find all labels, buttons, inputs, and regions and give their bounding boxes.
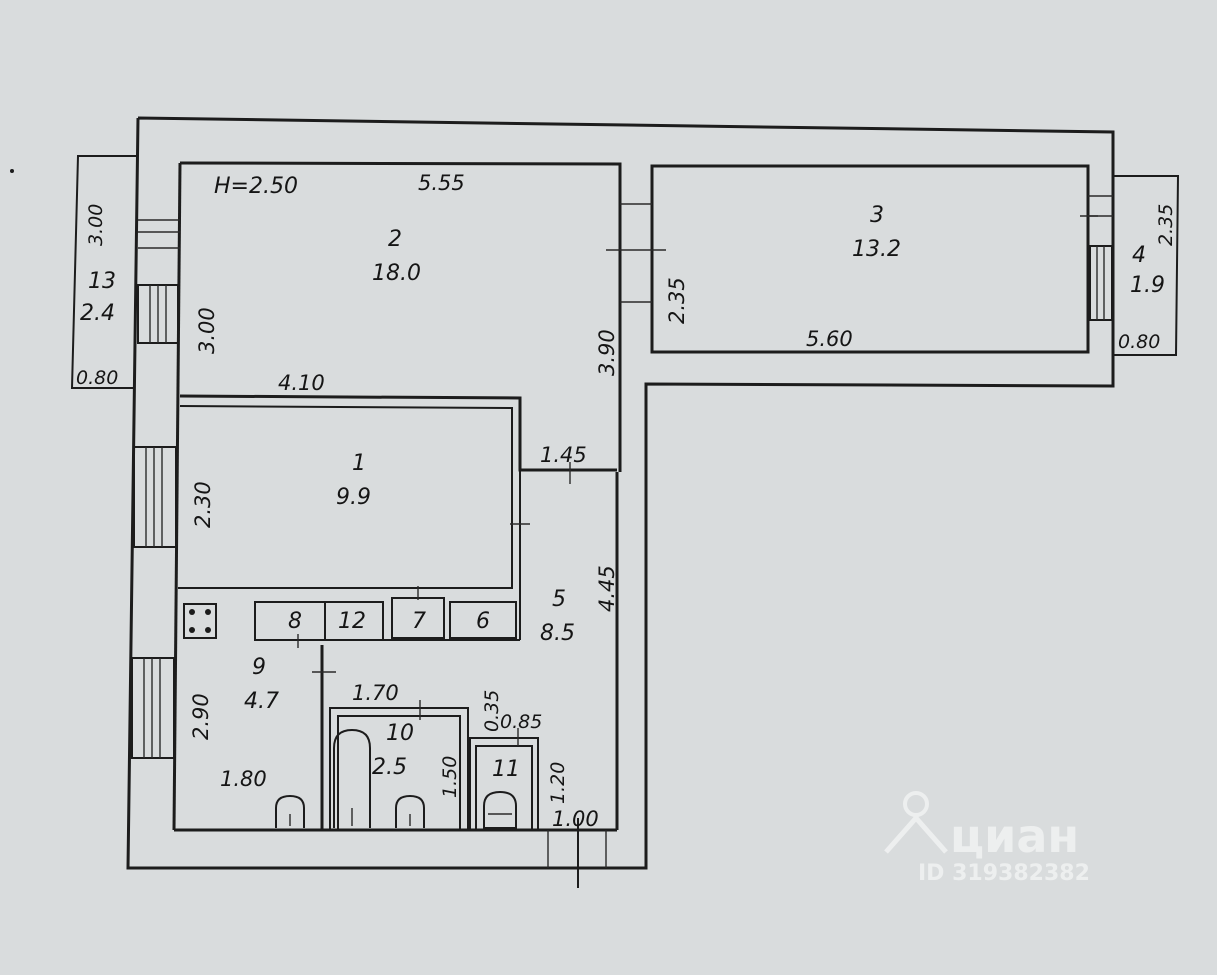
scan-speck [10,169,14,173]
watermark: циан ID 319382382 [884,791,1090,886]
dim-balcony13-bottom: 0.80 [76,367,118,389]
dim-room3-left: 2.35 [665,277,689,324]
outer-walls [126,116,1115,870]
window-right [1089,245,1113,321]
dim-kitchen-left: 2.90 [189,693,213,740]
bathtub-icon [333,728,371,828]
room-6-number: 6 [476,609,490,634]
bath-sink-icon [395,794,425,828]
room-3-outline [650,164,1090,354]
dim-balcony4-side: 2.35 [1155,204,1177,246]
window-left-middle [133,446,177,548]
dim-wc-top: 0.85 [500,711,542,733]
dim-wc-gap: 0.35 [481,690,503,732]
room-10-number: 10 [386,721,414,746]
dim-room1-left: 2.30 [191,481,215,528]
room-1-area: 9.9 [336,485,371,510]
room-8-number: 8 [288,609,302,634]
room-13-number: 13 [88,269,116,294]
room-13-area: 2.4 [80,301,115,326]
room-1-outline [179,394,617,472]
room-9-area: 4.7 [244,689,279,714]
watermark-brand: циан [950,809,1079,863]
window-left-lower [131,657,175,759]
dim-room2-left: 3.00 [195,307,219,354]
dim-corridor-right: 4.45 [595,565,619,612]
dim-entrance: 1.00 [552,807,599,831]
balcony-door-left [138,219,180,249]
room-7-number: 7 [412,609,426,634]
room-4-area: 1.9 [1130,273,1165,298]
watermark-id: ID 319382382 [918,861,1090,886]
dim-wc-right: 1.20 [547,762,569,804]
toilet-11-inner [475,745,533,830]
kitchen-sink-icon [275,794,305,828]
room-1-number: 1 [352,451,366,476]
entrance-door [547,818,607,888]
room-3-number: 3 [870,203,884,228]
bathroom-10-outline [329,707,469,830]
inner-wall-room2 [179,161,622,472]
room-2-area: 18.0 [372,261,421,286]
dim-room2-width: 5.55 [418,171,465,195]
balcony-4-outline [1113,175,1180,356]
room-10-area: 2.5 [372,755,407,780]
room-5-area: 8.5 [540,621,575,646]
room-11-number: 11 [492,757,520,782]
closet-6 [449,601,517,639]
stove-icon [183,603,217,639]
toilet-11-outline [469,737,539,830]
room-5-number: 5 [552,587,566,612]
dim-corridor-top: 1.45 [540,443,587,467]
room-12-number: 12 [338,609,366,634]
dim-bath-top: 1.70 [352,681,399,705]
bathroom-10-inner [337,715,461,830]
room-9-number: 9 [252,655,266,680]
dim-room3-bottom: 5.60 [806,327,853,351]
room-3-area: 13.2 [852,237,901,262]
outer-wall-left-block [126,116,1115,870]
dim-kitchen-bottom: 1.80 [220,767,267,791]
room-4-number: 4 [1132,243,1146,268]
balcony-13-outline [70,155,138,389]
dim-balcony4-bottom: 0.80 [1118,331,1160,353]
balcony-door-right [1080,195,1113,217]
ceiling-height-label: Н=2.50 [214,174,298,199]
dim-bath-right: 1.50 [439,756,461,798]
dim-room2-right: 3.90 [595,329,619,376]
dim-room1-top: 4.10 [278,371,325,395]
room-1-inner [178,405,513,589]
dim-balcony13-side: 3.00 [85,204,107,246]
location-pin-icon [884,791,948,854]
window-left-upper [137,284,179,344]
door-marks [297,203,666,746]
room-2-number: 2 [388,227,402,252]
toilet-icon [483,790,517,829]
